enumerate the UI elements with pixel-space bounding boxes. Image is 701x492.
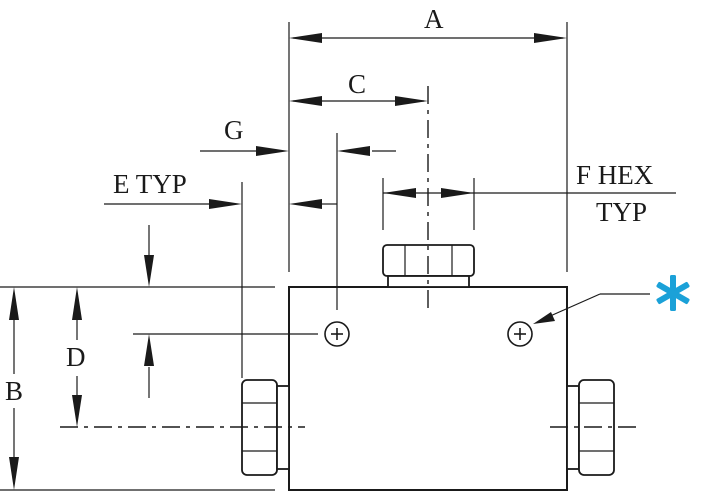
mounting-hole-right-icon — [507, 321, 533, 347]
label-e: E TYP — [113, 169, 187, 199]
mounting-hole-left-icon — [324, 321, 350, 347]
dimension-e: E TYP — [104, 169, 337, 209]
label-a: A — [424, 4, 444, 34]
dimension-c: C — [289, 69, 428, 106]
label-d: D — [66, 342, 86, 372]
label-b: B — [5, 376, 23, 406]
valve-body — [288, 286, 568, 491]
label-c: C — [348, 69, 366, 99]
note-leader — [533, 293, 650, 324]
label-f-line1: F HEX — [576, 160, 654, 190]
label-g: G — [224, 115, 244, 145]
extension-lines — [0, 22, 568, 491]
dimension-b: B — [2, 287, 28, 490]
dimension-d: D — [66, 287, 154, 427]
asterisk-note-icon — [656, 275, 690, 311]
label-f-line2: TYP — [596, 197, 647, 227]
center-lines — [60, 86, 640, 428]
dimension-g: G — [200, 115, 396, 156]
dimension-f: F HEX TYP — [383, 160, 676, 227]
top-reference-arrow — [144, 225, 154, 287]
dimension-a: A — [289, 4, 567, 43]
